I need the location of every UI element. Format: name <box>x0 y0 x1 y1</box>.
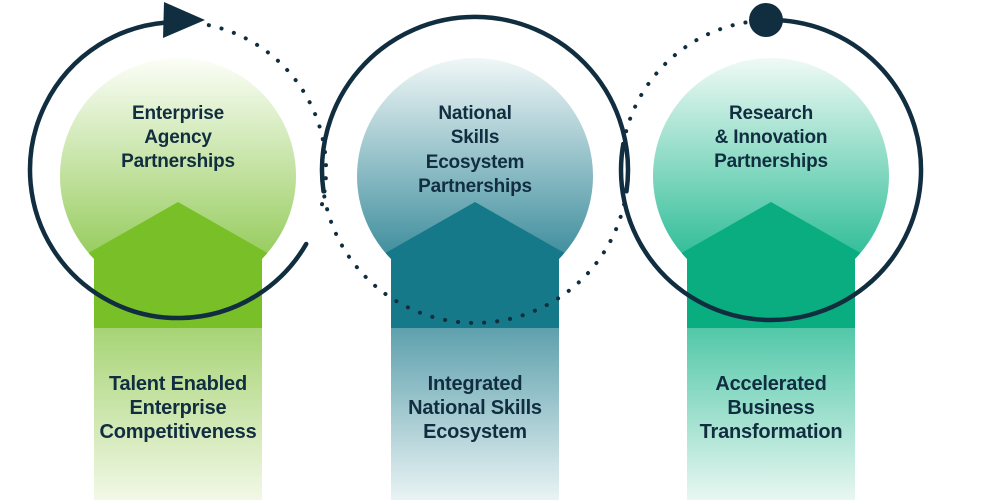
ring-solid-arc <box>27 20 309 321</box>
flow-arrowhead-icon <box>163 2 205 38</box>
chevron-overlay <box>60 202 296 328</box>
ribbon-label-line: National Skills <box>408 397 542 419</box>
ribbon-label-line: Talent Enabled <box>109 373 247 395</box>
ribbon-label-line: Competitiveness <box>99 421 256 443</box>
circle-label-line: Agency <box>144 127 212 148</box>
ribbon-label-line: Transformation <box>700 421 843 443</box>
ring-dotted-arc <box>621 18 768 146</box>
ring-dotted-arc <box>321 189 629 325</box>
unit-national-skills-ecosystem-partnerships: National Skills Ecosystem Partnerships I… <box>319 14 631 500</box>
gradient-circle <box>653 58 889 294</box>
circle-label-line: & Innovation <box>715 127 828 148</box>
circle-label-line: Ecosystem <box>426 152 525 173</box>
gradient-circle <box>357 58 593 294</box>
ribbon-label-line: Business <box>727 397 814 419</box>
ribbon-label-line: Accelerated <box>715 373 826 395</box>
circle-label-line: Research <box>729 103 813 124</box>
circle-label-line: Enterprise <box>132 103 224 124</box>
ring-solid-arc <box>319 14 631 194</box>
gradient-circle <box>60 58 296 294</box>
circle-label-line: Partnerships <box>418 176 532 197</box>
circle-label-line: Partnerships <box>121 151 235 172</box>
ribbon-label-line: Integrated <box>428 373 523 395</box>
circle-label-line: Partnerships <box>714 151 828 172</box>
ribbon-label-line: Enterprise <box>130 397 227 419</box>
chevron-overlay <box>653 202 889 328</box>
ring-solid-arc <box>618 17 924 323</box>
circle-label-line: National <box>438 103 511 124</box>
unit-enterprise-agency-partnerships: Enterprise Agency Partnerships Talent En… <box>27 2 329 500</box>
flow-endpoint-dot <box>749 3 783 37</box>
unit-research-innovation-partnerships: Research & Innovation Partnerships Accel… <box>618 3 924 500</box>
circle-label-line: Skills <box>451 127 499 148</box>
ribbon-label-line: Ecosystem <box>423 421 527 443</box>
